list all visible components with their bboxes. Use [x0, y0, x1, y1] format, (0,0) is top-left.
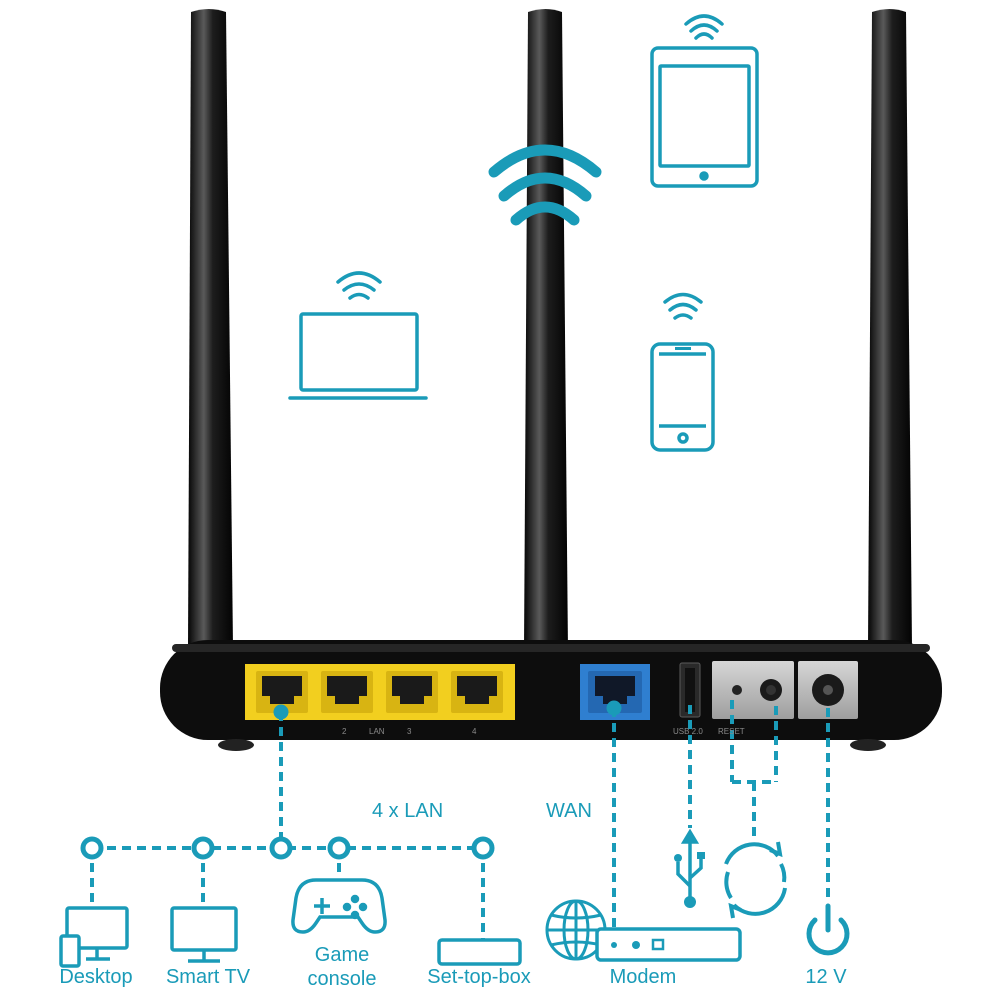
antenna-right: [868, 9, 912, 648]
smartphone-icon: [650, 342, 715, 452]
set-top-box-icon: [437, 938, 522, 966]
tablet-icon: [650, 46, 759, 188]
set-top-box-label: Set-top-box: [427, 966, 531, 988]
refresh-icon: [724, 841, 787, 919]
antenna-left: [188, 9, 233, 648]
lan-port-2: [321, 671, 373, 713]
gamepad-icon: [291, 878, 387, 934]
lan-port-3: [386, 671, 438, 713]
lan-port-4: [451, 671, 503, 713]
lan-number-3: 3: [407, 727, 412, 736]
lan-port-1: [256, 671, 308, 713]
power-jack-panel: [798, 661, 858, 719]
wan-label: WAN: [546, 800, 592, 822]
smartphone-wifi-icon: [663, 292, 703, 320]
usb-icon: [674, 828, 705, 908]
game-console-label-line1: Game: [314, 944, 370, 966]
desktop-label: Desktop: [59, 966, 133, 988]
power-icon: [806, 903, 850, 956]
smart-tv-label: Smart TV: [165, 966, 251, 988]
antenna-center: [524, 9, 568, 652]
laptop-wifi-icon: [336, 271, 382, 300]
lan-ports: [245, 664, 515, 720]
connection-lines: [90, 700, 830, 940]
reset-label: RESET: [718, 727, 745, 736]
modem-label: Modem: [609, 966, 677, 988]
smart-tv-icon: [170, 906, 238, 963]
laptop-icon: [288, 312, 428, 400]
reset-wps-panel: [712, 661, 794, 719]
wifi-icon: [488, 144, 602, 226]
power-label: 12 V: [805, 966, 847, 988]
lan-number-2: 2: [342, 727, 347, 736]
lan-label: LAN: [369, 727, 385, 736]
junction-nodes: [80, 700, 622, 860]
modem-icon: [595, 927, 742, 962]
game-console-label-line2: console: [307, 968, 377, 990]
lan-number-4: 4: [472, 727, 477, 736]
desktop-icon: [59, 906, 129, 968]
lan-group-label: 4 x LAN: [372, 800, 444, 822]
usb-port: [679, 662, 701, 718]
tablet-wifi-icon: [684, 14, 724, 40]
usb-label: USB 2.0: [673, 727, 703, 736]
